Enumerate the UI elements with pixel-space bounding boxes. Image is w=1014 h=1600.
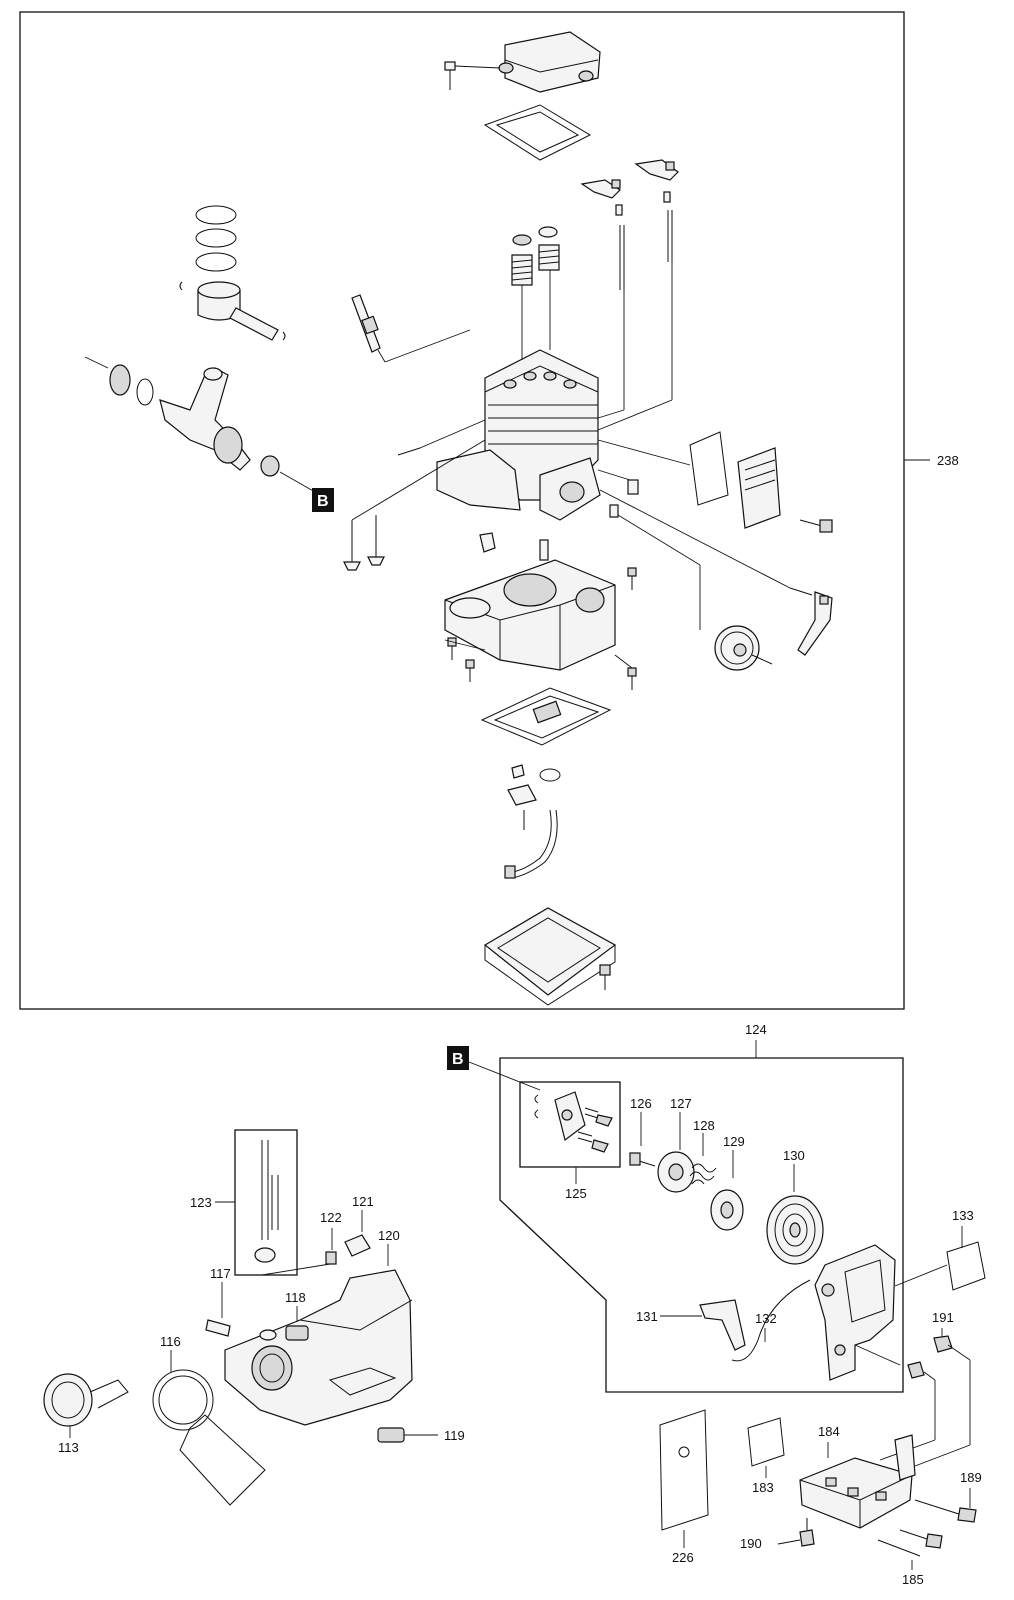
recoil-starter-frame — [499, 1057, 904, 1393]
ratchet-spring — [689, 1163, 717, 1185]
callout-130: 130 — [783, 1148, 805, 1163]
callout-133: 133 — [952, 1208, 974, 1223]
callout-128: 128 — [693, 1118, 715, 1133]
rocker-arm-left — [580, 179, 625, 290]
valve-cover — [498, 31, 601, 93]
callout-226: 226 — [672, 1550, 694, 1565]
ratchet-parts — [534, 1091, 613, 1153]
fuel-fitting — [344, 1234, 371, 1257]
crankcase-gasket — [480, 687, 612, 746]
callout-184: 184 — [818, 1424, 840, 1439]
callout-189: 189 — [960, 1470, 982, 1485]
callout-124: 124 — [745, 1022, 767, 1037]
cylinder-block — [436, 349, 601, 521]
bracket-bolt-190 — [799, 1518, 815, 1547]
valves — [343, 439, 486, 571]
label-sheet-226 — [659, 1409, 709, 1531]
callout-127: 127 — [670, 1096, 692, 1111]
fuel-line-kit-frame — [234, 1129, 298, 1276]
oil-pan — [483, 907, 617, 1006]
callout-123: 123 — [190, 1195, 212, 1210]
mounting-bracket — [799, 1434, 916, 1529]
housing-bolt-lower — [907, 1361, 925, 1379]
fuel-filter — [205, 1319, 231, 1337]
small-fittings — [597, 469, 639, 518]
callout-125: 125 — [565, 1186, 587, 1201]
callout-113: 113 — [58, 1440, 79, 1455]
cover-gasket — [483, 104, 592, 161]
starter-handle — [699, 1299, 746, 1351]
callout-131: 131 — [636, 1309, 658, 1324]
callout-126: 126 — [630, 1096, 652, 1111]
cam-gear — [617, 514, 773, 671]
crankcase-bolts — [444, 567, 637, 690]
engine-assembly-frame — [19, 11, 905, 1010]
oil-plug — [479, 532, 496, 553]
housing-bolt-191 — [933, 1335, 953, 1353]
reference-mark-b-lower: B — [447, 1046, 469, 1070]
valve-springs — [511, 226, 560, 286]
label-plate-133 — [946, 1241, 986, 1291]
starter-reel — [710, 1189, 744, 1231]
fuel-line-clip — [325, 1251, 337, 1265]
pin-185 — [877, 1539, 921, 1557]
piston — [179, 281, 286, 341]
oil-sensor-parts — [504, 764, 561, 879]
cover-bolt — [444, 61, 501, 90]
tank-cap-gasket-tag — [152, 1369, 266, 1506]
spark-plug — [351, 294, 471, 363]
callout-116: 116 — [160, 1334, 181, 1349]
fuel-line — [254, 1140, 279, 1263]
rocker-arm-right — [634, 159, 679, 262]
cover-screw-right — [799, 519, 833, 533]
svg-text:B: B — [317, 493, 329, 510]
callout-238: 238 — [937, 453, 959, 468]
callout-122: 122 — [320, 1210, 342, 1225]
dowel-pin — [397, 447, 421, 456]
fuel-tank — [224, 1269, 413, 1426]
callout-190: 190 — [740, 1536, 762, 1551]
callout-191: 191 — [932, 1310, 954, 1325]
crankcase — [444, 539, 616, 671]
piston-rings — [195, 205, 237, 272]
recoil-spring — [766, 1195, 824, 1265]
callout-118: 118 — [285, 1290, 306, 1305]
svg-text:B: B — [452, 1051, 464, 1068]
label-sheet-183 — [747, 1417, 785, 1467]
callout-121: 121 — [352, 1194, 374, 1209]
fuel-tank-cap — [43, 1373, 129, 1427]
governor-arm — [599, 489, 833, 656]
callout-117: 117 — [210, 1266, 231, 1281]
ratchet-kit-frame — [519, 1081, 621, 1168]
callout-129: 129 — [723, 1134, 745, 1149]
side-gasket — [689, 431, 729, 506]
bracket-bolt-189 — [914, 1499, 977, 1523]
tank-cushion-lower — [377, 1427, 405, 1443]
crankshaft-assembly — [84, 356, 316, 493]
reference-mark-b-upper: B — [312, 488, 334, 512]
bracket-bolt-side — [899, 1529, 943, 1549]
callout-185: 185 — [902, 1572, 924, 1587]
callout-132: 132 — [755, 1311, 777, 1326]
tank-cushion-upper — [285, 1325, 309, 1341]
ratchet-screw — [629, 1152, 656, 1167]
ratchet-pulley — [657, 1151, 695, 1193]
starter-rope — [731, 1279, 811, 1362]
starter-housing — [814, 1244, 896, 1381]
callout-119: 119 — [444, 1428, 465, 1443]
callout-183: 183 — [752, 1480, 774, 1495]
callout-120: 120 — [378, 1228, 400, 1243]
